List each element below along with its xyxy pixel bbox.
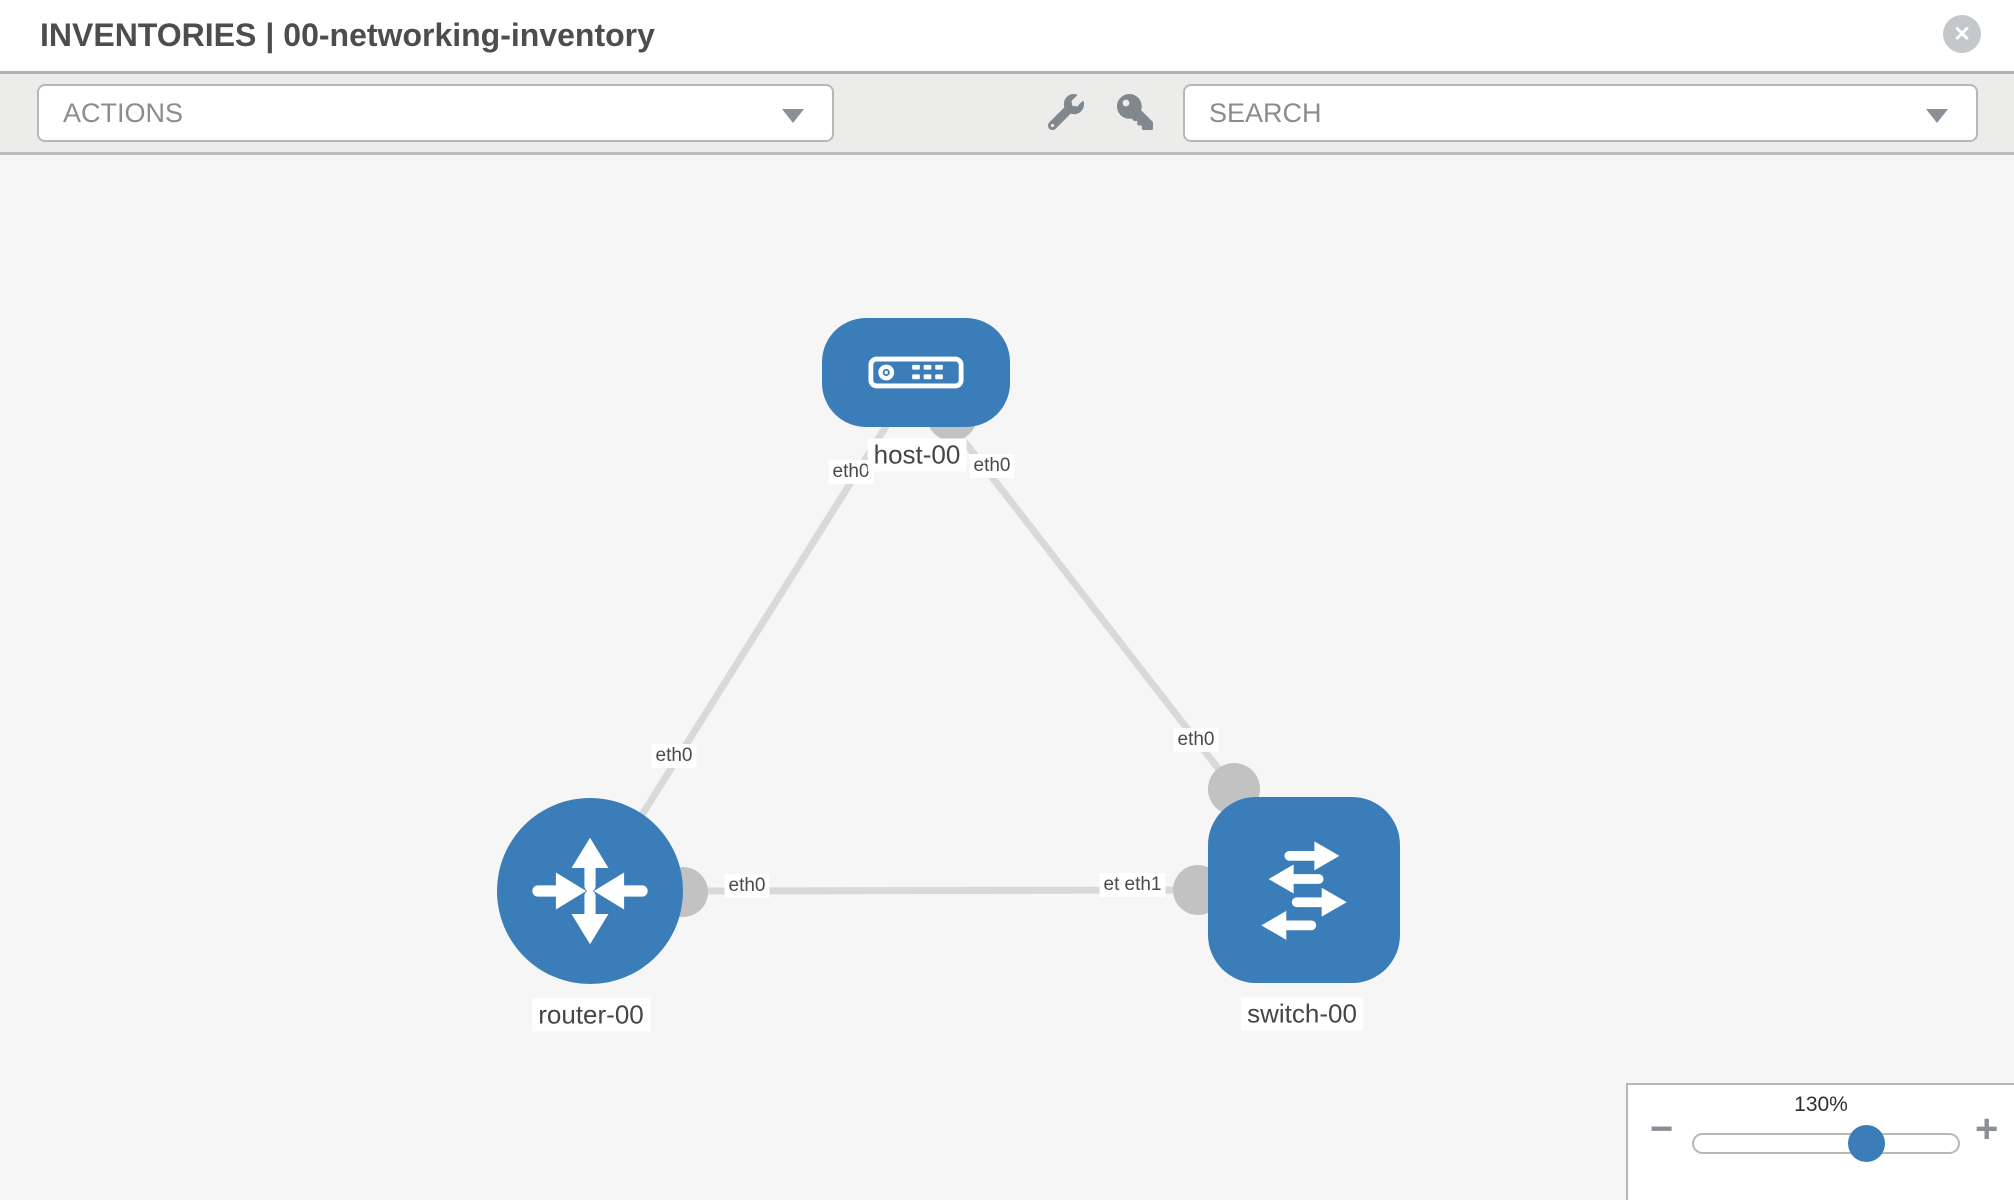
actions-dropdown[interactable]: ACTIONS xyxy=(37,84,834,142)
configure-button[interactable] xyxy=(1046,93,1086,135)
key-icon xyxy=(1117,93,1153,135)
zoom-slider-handle[interactable] xyxy=(1848,1125,1885,1162)
actions-dropdown-label: ACTIONS xyxy=(63,98,184,128)
wrench-icon xyxy=(1047,93,1085,135)
switch-icon xyxy=(1261,841,1347,940)
link-host-00_switch-00[interactable] xyxy=(947,420,1237,792)
toolbar: ACTIONS SEARCH xyxy=(0,74,2014,155)
caret-down-icon xyxy=(782,109,804,123)
link-router-00_switch-00[interactable] xyxy=(682,886,1199,895)
header: INVENTORIES|00-networking-inventory ✕ xyxy=(0,0,2014,74)
close-button[interactable]: ✕ xyxy=(1943,15,1981,53)
host-icon xyxy=(868,356,964,389)
page-title-section: INVENTORIES xyxy=(40,17,257,53)
search-placeholder: SEARCH xyxy=(1209,98,1322,128)
zoom-level-label: 130% xyxy=(1794,1093,1848,1116)
node-switch-00[interactable] xyxy=(1208,797,1400,983)
node-host-00[interactable] xyxy=(822,318,1010,427)
page-title-divider: | xyxy=(265,17,275,53)
page-title: INVENTORIES|00-networking-inventory xyxy=(40,0,664,71)
credentials-button[interactable] xyxy=(1115,93,1155,135)
page-title-name: 00-networking-inventory xyxy=(283,17,655,53)
close-icon: ✕ xyxy=(1953,22,1971,46)
zoom-panel: 130% − + xyxy=(1626,1083,2014,1200)
zoom-slider[interactable] xyxy=(1692,1125,1960,1162)
router-icon xyxy=(532,837,648,945)
caret-down-icon xyxy=(1926,109,1948,123)
search-dropdown[interactable]: SEARCH xyxy=(1183,84,1978,142)
node-router-00[interactable] xyxy=(497,798,683,984)
zoom-out-button[interactable]: − xyxy=(1650,1107,1674,1151)
zoom-in-button[interactable]: + xyxy=(1975,1107,1999,1151)
link-host-00_router-00[interactable] xyxy=(637,418,893,820)
